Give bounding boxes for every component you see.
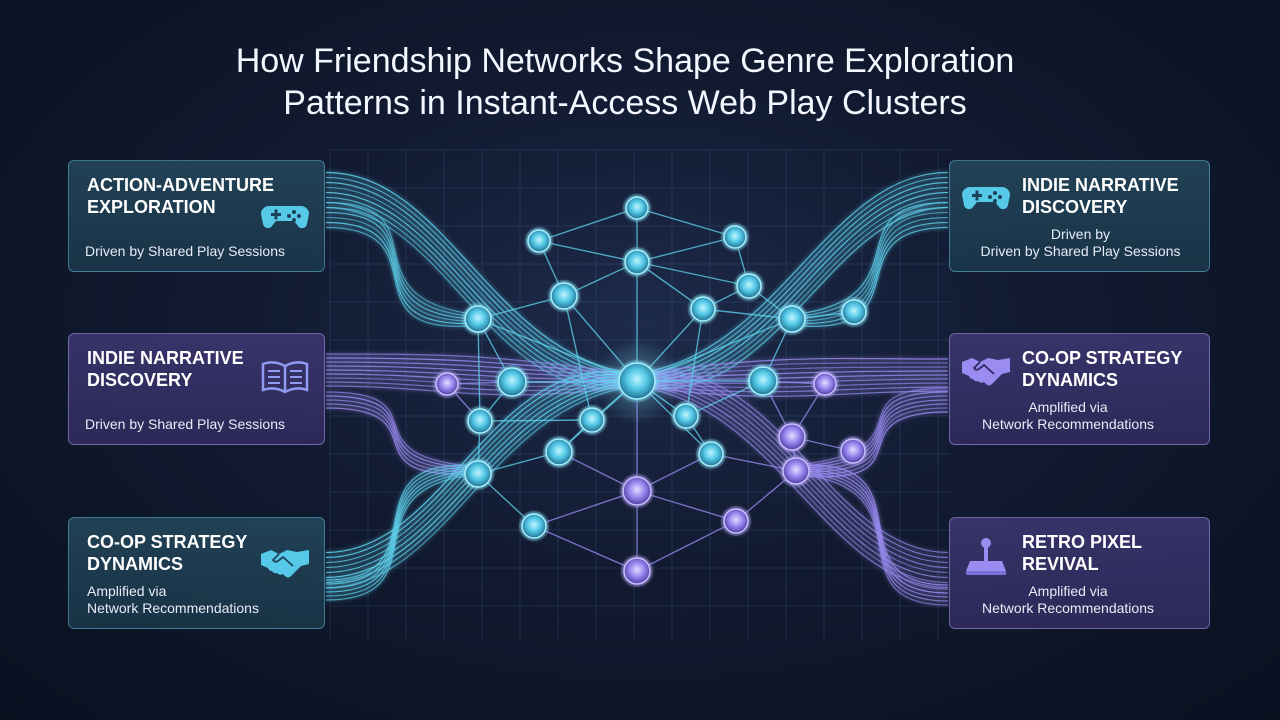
card-title-line-1: INDIE NARRATIVE	[87, 347, 244, 369]
network-node	[699, 442, 723, 466]
network-node	[623, 477, 651, 505]
network-node	[749, 367, 777, 395]
network-node	[468, 409, 492, 433]
network-node	[546, 439, 572, 465]
card-subtitle-line-2: Network Recommendations	[968, 416, 1168, 433]
card-title: CO-OP STRATEGY DYNAMICS	[87, 531, 247, 575]
flow-stream	[790, 223, 948, 324]
network-edge	[539, 208, 637, 241]
network-node	[674, 404, 698, 428]
card-subtitle-line-1: Driven by Shared Play Sessions	[85, 243, 285, 260]
network-node	[436, 373, 458, 395]
card-subtitle: Driven by Shared Play Sessions	[85, 243, 285, 260]
card-title-line-1: CO-OP STRATEGY	[87, 531, 247, 553]
network-node	[626, 197, 648, 219]
network-node	[737, 274, 761, 298]
card-subtitle-line-1: Driven by Shared Play Sessions	[85, 416, 285, 433]
card-subtitle: Driven by Shared Play Sessions	[85, 416, 285, 433]
network-node	[783, 458, 809, 484]
card-subtitle-line-2: Driven by Shared Play Sessions	[968, 243, 1193, 260]
card-title-line-2: EXPLORATION	[87, 196, 274, 218]
card-title: INDIE NARRATIVE DISCOVERY	[87, 347, 244, 391]
card-indie-narrative-left[interactable]: INDIE NARRATIVE DISCOVERY Driven by Shar…	[68, 333, 325, 445]
card-title-line-1: CO-OP STRATEGY	[1022, 347, 1182, 369]
card-title: CO-OP STRATEGY DYNAMICS	[1022, 347, 1182, 391]
card-title-line-2: DYNAMICS	[1022, 369, 1182, 391]
network-node	[841, 439, 865, 463]
card-title-line-2: DISCOVERY	[87, 369, 244, 391]
network-node	[528, 230, 550, 252]
card-title: RETRO PIXEL REVIVAL	[1022, 531, 1142, 575]
flow-stream	[326, 467, 480, 584]
hub-node	[619, 363, 655, 399]
handshake-icon	[259, 540, 311, 580]
flow-stream	[326, 396, 480, 468]
card-subtitle-line-1: Driven by	[968, 226, 1193, 243]
card-subtitle: Amplified via Network Recommendations	[968, 583, 1168, 617]
flow-stream	[326, 392, 480, 467]
network-node	[580, 408, 604, 432]
card-coop-strategy-left[interactable]: CO-OP STRATEGY DYNAMICS Amplified via Ne…	[68, 517, 325, 629]
network-node	[724, 509, 748, 533]
open-book-icon	[259, 356, 311, 396]
flow-stream	[326, 471, 480, 592]
card-subtitle-line-1: Amplified via	[87, 583, 259, 600]
network-edge	[637, 237, 735, 262]
card-subtitle: Driven by Driven by Shared Play Sessions	[968, 226, 1193, 260]
network-nodes	[433, 194, 869, 587]
network-node	[465, 461, 491, 487]
flow-stream	[795, 396, 948, 468]
network-edge	[564, 296, 592, 420]
network-edge	[480, 420, 592, 421]
flow-stream	[640, 193, 948, 382]
card-indie-narrative-right[interactable]: INDIE NARRATIVE DISCOVERY Driven by Driv…	[949, 160, 1210, 272]
card-title-line-2: DISCOVERY	[1022, 196, 1179, 218]
gamepad-icon	[259, 194, 311, 234]
network-edge	[637, 521, 736, 571]
card-title-line-2: DYNAMICS	[87, 553, 247, 575]
card-title-line-1: ACTION-ADVENTURE	[87, 174, 274, 196]
network-edge	[637, 208, 735, 237]
card-title-line-1: INDIE NARRATIVE	[1022, 174, 1179, 196]
network-node	[522, 514, 546, 538]
network-node	[624, 558, 650, 584]
flow-stream	[795, 469, 948, 593]
network-node	[779, 424, 805, 450]
network-node	[814, 373, 836, 395]
card-title-line-1: RETRO PIXEL	[1022, 531, 1142, 553]
title-line-2: Patterns in Instant-Access Web Play Clus…	[0, 82, 1250, 124]
network-node	[498, 368, 526, 396]
card-title: ACTION-ADVENTURE EXPLORATION	[87, 174, 274, 218]
network-edge	[539, 241, 637, 262]
card-subtitle-line-1: Amplified via	[968, 399, 1168, 416]
card-subtitle-line-1: Amplified via	[968, 583, 1168, 600]
card-subtitle-line-2: Network Recommendations	[87, 600, 259, 617]
page-title: How Friendship Networks Shape Genre Expl…	[0, 40, 1250, 124]
network-node	[625, 250, 649, 274]
card-title-line-2: REVIVAL	[1022, 553, 1142, 575]
network-node	[724, 226, 746, 248]
title-line-1: How Friendship Networks Shape Genre Expl…	[0, 40, 1250, 82]
network-node	[842, 300, 866, 324]
network-edge	[534, 526, 637, 571]
gamepad-icon	[960, 175, 1012, 215]
network-node	[465, 306, 491, 332]
network-node	[691, 297, 715, 321]
card-coop-strategy-right[interactable]: CO-OP STRATEGY DYNAMICS Amplified via Ne…	[949, 333, 1210, 445]
card-subtitle-line-2: Network Recommendations	[968, 600, 1168, 617]
flow-stream	[326, 218, 480, 322]
network-node	[779, 306, 805, 332]
handshake-icon	[960, 348, 1012, 388]
flow-stream	[326, 404, 480, 472]
card-subtitle: Amplified via Network Recommendations	[87, 583, 259, 617]
network-node	[551, 283, 577, 309]
card-action-adventure[interactable]: ACTION-ADVENTURE EXPLORATION Driven by S…	[68, 160, 325, 272]
card-title: INDIE NARRATIVE DISCOVERY	[1022, 174, 1179, 218]
card-subtitle: Amplified via Network Recommendations	[968, 399, 1168, 433]
joystick-icon	[960, 530, 1012, 580]
card-retro-pixel-revival[interactable]: RETRO PIXEL REVIVAL Amplified via Networ…	[949, 517, 1210, 629]
